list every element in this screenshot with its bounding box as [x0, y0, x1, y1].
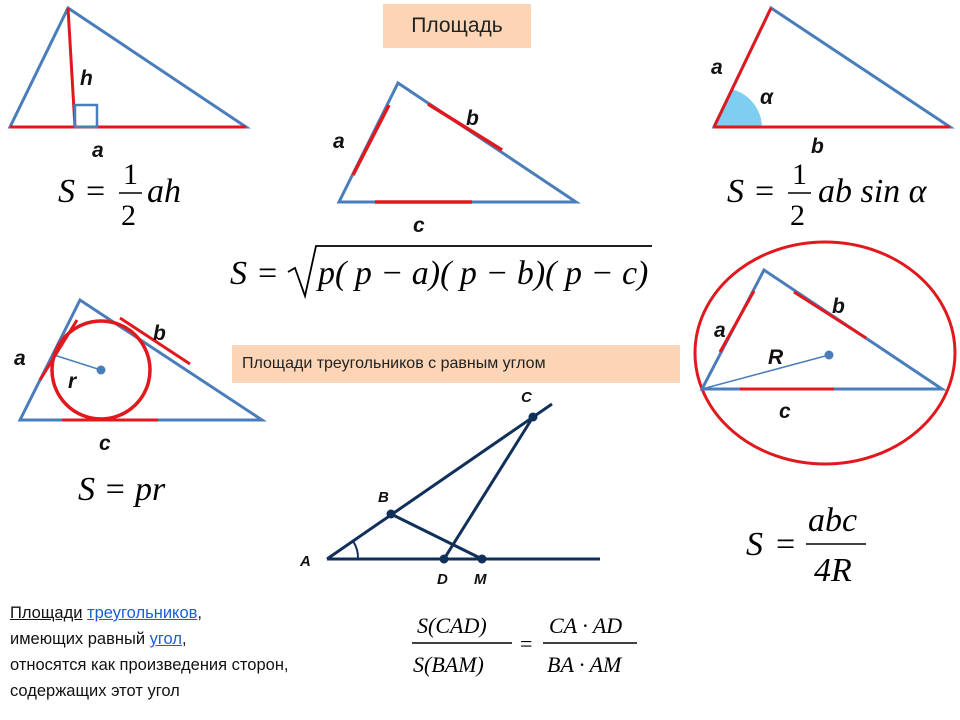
fig5-radius-R	[701, 354, 830, 390]
fig5-formula: S = abc 4R	[746, 502, 866, 589]
svg-text:BA · AM: BA · AM	[547, 652, 623, 677]
svg-text:1: 1	[792, 158, 807, 191]
svg-text:S(CAD): S(CAD)	[417, 613, 487, 638]
fig5-side-a	[718, 290, 756, 353]
fig2-label-b: b	[466, 107, 479, 130]
fig6-point-C	[528, 412, 538, 422]
svg-text:S: S	[727, 173, 744, 210]
fig6-point-M	[477, 554, 487, 564]
fig1-label-a: a	[92, 139, 104, 162]
svg-text:abc: abc	[808, 502, 857, 539]
fig6-angle-A	[352, 540, 360, 560]
fig2-triangle-heron: a b c	[333, 80, 581, 237]
fig5-label-c: c	[779, 400, 791, 423]
fig5-triangle	[699, 267, 947, 391]
fig6-point-B	[386, 509, 396, 519]
svg-text:1: 1	[123, 158, 138, 191]
fig6-ray-AC	[326, 402, 553, 561]
fig4-triangle	[17, 297, 267, 422]
fig6-segment-CD	[442, 416, 535, 560]
fig2-side-b	[427, 102, 503, 152]
svg-text:2: 2	[121, 199, 136, 232]
fig1-formula: S = 1 2 ah	[58, 158, 181, 232]
fig4-side-a	[38, 319, 79, 381]
svg-text:=: =	[755, 173, 774, 210]
fig1-right-angle-mark	[73, 103, 99, 129]
fig2-label-a: a	[333, 130, 345, 153]
svg-text:S(BAM): S(BAM)	[413, 652, 484, 677]
fig3-label-b: b	[811, 135, 824, 158]
svg-text:2: 2	[790, 199, 805, 232]
svg-text:=: =	[86, 173, 105, 210]
link-angle[interactable]: угол	[149, 630, 182, 648]
fig4-label-c: c	[99, 432, 111, 455]
fig5-triangle-circumcircle: a b c R	[693, 240, 957, 466]
link-triangles[interactable]: треугольников	[87, 604, 198, 622]
svg-text:=: =	[776, 526, 795, 563]
fig5-label-b: b	[832, 295, 845, 318]
fig6-segment-BM	[390, 512, 483, 561]
svg-text:S: S	[58, 173, 75, 210]
fig1-triangle-altitude: h a	[7, 5, 251, 162]
fig2-side-a	[351, 104, 391, 176]
fig3-label-alpha: α	[760, 86, 774, 109]
svg-text:CA · AD: CA · AD	[549, 613, 622, 638]
fig4-label-a: a	[14, 347, 26, 370]
fig5-circumcircle	[693, 240, 957, 466]
fig6-point-D	[439, 554, 449, 564]
svg-text:S: S	[746, 526, 763, 563]
fig6-label-M: M	[474, 571, 487, 588]
fig3-side-a	[712, 7, 773, 128]
svg-text:p( p − a)( p − b)( p − c): p( p − a)( p − b)( p − c)	[316, 255, 648, 292]
fig4-formula: S = pr	[78, 471, 166, 508]
fig5-label-a: a	[714, 319, 726, 342]
svg-text:ab sin α: ab sin α	[818, 173, 928, 210]
fig2-label-c: c	[413, 214, 425, 237]
section-subtitle: Площади треугольников с равным углом	[232, 345, 680, 383]
fig3-label-a: a	[711, 56, 723, 79]
fig4-center-point	[96, 365, 106, 375]
fig2-triangle	[336, 80, 581, 204]
equal-angle-statement: Площади треугольников, имеющих равный уг…	[10, 604, 289, 700]
fig6-label-D: D	[437, 571, 448, 588]
fig5-center-point	[824, 350, 834, 360]
ratio-formula: S(CAD) S(BAM) = CA · AD BA · AM	[412, 613, 637, 677]
svg-text:=: =	[258, 255, 277, 292]
fig4-side-b	[119, 316, 191, 366]
fig4-radius-r	[53, 354, 102, 371]
fig6-label-C: C	[521, 389, 533, 406]
fig4-label-b: b	[153, 322, 166, 345]
fig6-label-B: B	[378, 489, 389, 506]
fig3-formula: S = 1 2 ab sin α	[727, 158, 928, 232]
fig6-label-A: A	[299, 553, 311, 570]
fig4-label-r: r	[68, 370, 78, 393]
svg-text:=: =	[520, 631, 532, 656]
svg-text:S: S	[230, 255, 247, 292]
fig3-triangle-sine: a α b	[711, 5, 955, 158]
fig5-side-b	[793, 290, 867, 340]
svg-text:4R: 4R	[814, 552, 852, 589]
radical-sign	[287, 245, 652, 300]
fig1-triangle	[7, 5, 251, 129]
fig2-formula: S = p( p − a)( p − b)( p − c)	[230, 245, 652, 300]
fig1-label-h: h	[80, 67, 93, 90]
svg-text:ah: ah	[147, 173, 181, 210]
fig3-angle-alpha	[714, 89, 762, 127]
fig6-equal-angle: A B C D M	[299, 389, 600, 588]
page-title: Площадь	[383, 4, 531, 48]
fig4-triangle-incircle: a b c r	[14, 297, 267, 455]
fig5-label-R: R	[768, 346, 784, 369]
